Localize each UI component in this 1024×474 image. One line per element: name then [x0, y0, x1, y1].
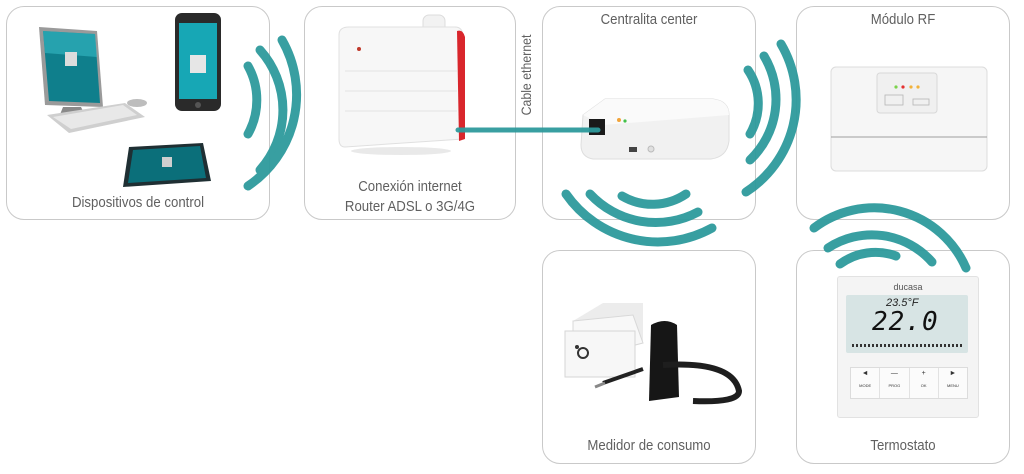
thermostat-temperature: 22.0: [872, 307, 939, 337]
node-thermostat: ducasa 23.5°F 22.0 ◄ MODE — PROG + OK ► …: [796, 250, 1010, 464]
thermostat-button-mode[interactable]: ◄ MODE: [851, 368, 881, 398]
center-label: Centralita center: [600, 11, 698, 28]
rf-module-illustration: [830, 66, 988, 172]
node-rf-module: Módulo RF: [796, 6, 1010, 220]
button-label: OK: [920, 383, 927, 388]
center-illustration: [580, 98, 730, 160]
plus-icon: +: [921, 370, 926, 377]
node-center: Centralita center: [542, 6, 756, 220]
desktop-computer-icon: [39, 27, 147, 133]
left-arrow-icon: ◄: [861, 370, 869, 377]
smartphone-icon: [175, 13, 221, 111]
router-illustration: [338, 14, 465, 155]
energy-meter-illustration: [564, 303, 743, 405]
thermostat-keypad: ◄ MODE — PROG + OK ► MENU: [850, 367, 968, 399]
rf-module-label: Módulo RF: [870, 11, 936, 28]
control-devices-label: Dispositivos de control: [71, 194, 205, 211]
cable-ethernet-label: Cable ethernet: [518, 34, 534, 116]
cable-ethernet-label-wrap: Cable ethernet: [515, 20, 537, 130]
node-energy-meter: Medidor de consumo: [542, 250, 756, 464]
button-label: MODE: [859, 383, 872, 388]
router-label-line2: Router ADSL o 3G/4G: [344, 198, 476, 215]
thermostat-schedule-bar: [852, 344, 962, 347]
thermostat-button-menu[interactable]: ► MENU: [939, 368, 967, 398]
router-label-line1: Conexión internet: [358, 178, 462, 195]
thermostat-button-ok[interactable]: + OK: [910, 368, 939, 398]
thermostat-setpoint: 23.5°F: [886, 297, 919, 309]
thermostat-device: ducasa 23.5°F 22.0 ◄ MODE — PROG + OK ► …: [837, 276, 979, 418]
minus-icon: —: [890, 370, 898, 377]
tablet-icon: [123, 143, 211, 187]
node-control-devices: Dispositivos de control: [6, 6, 270, 220]
thermostat-brand: ducasa: [893, 282, 923, 292]
button-label: PROG: [888, 383, 901, 388]
router-icon: [338, 14, 465, 155]
hub-icon: [580, 98, 730, 160]
thermostat-button-prog[interactable]: — PROG: [880, 368, 910, 398]
rf-receiver-icon: [830, 66, 988, 172]
thermostat-label: Termostato: [870, 437, 936, 454]
control-devices-illustration: [39, 13, 221, 187]
energy-meter-icon: [564, 303, 743, 405]
energy-meter-label: Medidor de consumo: [587, 437, 711, 454]
thermostat-lcd: 23.5°F 22.0: [846, 295, 968, 353]
button-label: MENU: [946, 383, 959, 388]
right-arrow-icon: ►: [949, 370, 957, 377]
node-router: Conexión internet Router ADSL o 3G/4G: [304, 6, 516, 220]
